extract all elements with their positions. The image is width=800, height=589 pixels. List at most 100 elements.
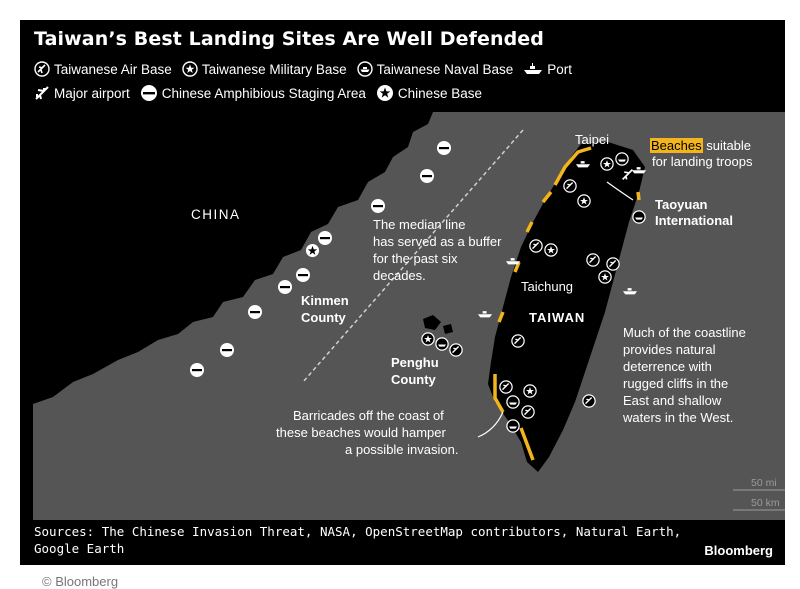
legend-item-major-airport: Major airport — [34, 85, 130, 101]
air-base-icon — [563, 179, 577, 193]
air-base-icon — [521, 405, 535, 419]
annotation-median-1: The median line — [373, 217, 466, 232]
legend-item-military-base: Taiwanese Military Base — [182, 61, 347, 77]
naval-base-icon — [632, 210, 646, 224]
legend-item-port: Port — [523, 62, 572, 77]
label-taichung: Taichung — [521, 279, 574, 294]
staging-area-icon — [437, 141, 451, 155]
naval-base-icon — [615, 152, 629, 166]
legend-item-chinese-base: Chinese Base — [376, 84, 482, 102]
staging-area-icon — [220, 343, 234, 357]
beach-north — [553, 146, 592, 186]
beaches-highlight: Beaches — [650, 138, 703, 153]
map-area: CHINA TAIWAN Taipei Taichung Kinmen Coun… — [33, 112, 785, 520]
scale-km-label: 50 km — [751, 497, 780, 509]
annotation-median-3: for the past six — [373, 251, 458, 266]
annotation-barricade-3: a possible invasion. — [345, 442, 459, 457]
annotation-barricade-2: these beaches would hamper — [276, 425, 446, 440]
staging-area-icon — [420, 169, 434, 183]
bloomberg-logo: Bloomberg — [704, 543, 773, 558]
air-base-icon — [582, 394, 596, 408]
annotation-beaches-2: for landing troops — [652, 154, 753, 169]
china-landmass — [33, 112, 433, 404]
beach-northwest — [541, 190, 553, 204]
port-icon — [622, 288, 638, 295]
legend-item-naval-base: Taiwanese Naval Base — [356, 61, 513, 77]
legend-row-1: Taiwanese Air Base Taiwanese Military Ba… — [34, 61, 779, 77]
air-base-icon — [511, 334, 525, 348]
label-penghu-1: Penghu — [391, 355, 439, 370]
map-base — [33, 112, 785, 511]
half-circle-icon — [140, 85, 157, 101]
air-base-icon — [529, 239, 543, 253]
map-title: Taiwan’s Best Landing Sites Are Well Def… — [34, 28, 544, 50]
label-china: CHINA — [191, 207, 241, 222]
plane-circle-icon — [34, 61, 50, 77]
staging-area-icon — [248, 305, 262, 319]
sources: Sources: The Chinese Invasion Threat, NA… — [34, 524, 682, 556]
annotation-beaches-1: Beaches suitable — [650, 138, 752, 153]
annotation-coast-4: rugged cliffs in the — [623, 376, 729, 391]
air-base-icon — [586, 253, 600, 267]
plane-icon — [35, 86, 49, 100]
annotation-coast-2: provides natural — [623, 342, 716, 357]
annotation-median-2: has served as a buffer — [373, 234, 502, 249]
beach-southwest-1 — [493, 374, 505, 413]
military-base-icon — [577, 194, 591, 208]
military-base-icon — [600, 157, 614, 171]
port-icon — [477, 311, 493, 318]
military-base-icon — [421, 332, 435, 346]
naval-base-icon — [435, 337, 449, 351]
ship-icon — [524, 63, 543, 74]
label-kinmen-2: County — [301, 310, 346, 325]
staging-area-icon — [296, 268, 310, 282]
label-taoyuan-2: International — [655, 213, 734, 228]
staging-area-icon — [278, 280, 292, 294]
beach-west-2 — [513, 261, 521, 273]
annotation-barricade-1: Barricades off the coast of — [293, 408, 444, 423]
label-taoyuan-1: Taoyuan — [655, 197, 708, 212]
penghu-islands — [423, 315, 453, 334]
air-base-icon — [449, 343, 463, 357]
staging-area-icon — [318, 231, 332, 245]
port-icon — [505, 258, 521, 265]
annotation-coast-1: Much of the coastline — [623, 325, 746, 340]
naval-base-icon — [506, 419, 520, 433]
star-circle-white-icon — [376, 85, 393, 101]
star-circle-icon — [182, 61, 198, 77]
image-caption: © Bloomberg — [42, 574, 119, 589]
beach-west-1 — [525, 221, 534, 233]
staging-area-icon — [371, 199, 385, 213]
legend-item-staging-area: Chinese Amphibious Staging Area — [140, 84, 366, 102]
label-taiwan: TAIWAN — [529, 310, 586, 325]
label-penghu-2: County — [391, 372, 436, 387]
map-card: Taiwan’s Best Landing Sites Are Well Def… — [20, 20, 785, 565]
barricade-leader — [477, 411, 504, 438]
military-base-icon — [544, 243, 558, 257]
port-icon — [575, 161, 591, 168]
beach-segments — [493, 146, 641, 461]
annotation-coast-5: East and shallow — [623, 393, 722, 408]
military-base-icon — [598, 270, 612, 284]
annotation-median-4: decades. — [373, 268, 426, 283]
legend-row-2: Major airport Chinese Amphibious Staging… — [34, 84, 779, 102]
label-kinmen-1: Kinmen — [301, 293, 349, 308]
annotation-coast-6: waters in the West. — [623, 410, 734, 425]
chinese-base-icon — [305, 243, 320, 258]
air-base-icon — [606, 257, 620, 271]
beach-west-3 — [497, 311, 505, 323]
annotation-coast-3: deterrence with — [623, 359, 712, 374]
major-airport-icon — [622, 169, 633, 180]
air-base-icon — [499, 380, 513, 394]
naval-base-icon — [506, 395, 520, 409]
label-taipei: Taipei — [575, 132, 609, 147]
beach-southwest-2 — [519, 427, 535, 461]
taoyuan-leader — [606, 181, 634, 201]
port-icon — [631, 167, 647, 174]
ship-circle-icon — [356, 61, 373, 77]
beach-east — [636, 191, 641, 201]
staging-area-icon — [190, 363, 204, 377]
legend-item-air-base: Taiwanese Air Base — [34, 61, 172, 77]
military-base-icon — [523, 384, 537, 398]
scale-miles-label: 50 mi — [751, 477, 777, 489]
